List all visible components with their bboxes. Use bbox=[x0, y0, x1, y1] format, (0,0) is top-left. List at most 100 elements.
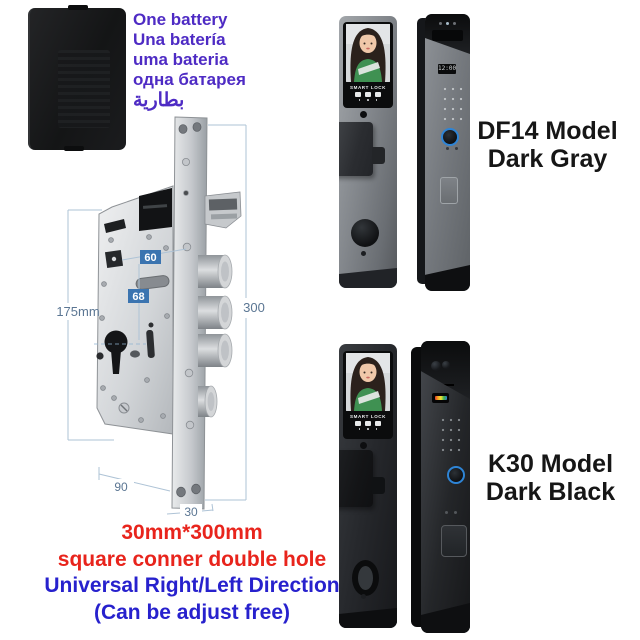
lock-body-slot-hole bbox=[104, 219, 126, 233]
k30-screw-dot bbox=[361, 594, 366, 599]
df14-interior-bottom-cap bbox=[339, 268, 397, 288]
df14-screen-photo-woman bbox=[346, 24, 390, 82]
spindle-center-dot bbox=[111, 256, 117, 262]
k30-screen-buttons bbox=[355, 421, 381, 427]
battery-terminal-top bbox=[68, 5, 88, 10]
euro-cylinder-keyhole bbox=[104, 330, 128, 354]
k30-interior-bottom-cap bbox=[339, 608, 397, 628]
dim-boxes: 60 68 bbox=[128, 250, 161, 303]
k30-exterior-bottom-cap bbox=[421, 603, 470, 633]
df14-latch-piece bbox=[372, 147, 385, 164]
df14-interior-panel: SMART LOCK bbox=[339, 16, 397, 288]
df14-face-recognition-module bbox=[425, 14, 470, 54]
latch-bolt bbox=[204, 191, 242, 229]
dim-faceplate-height-label: 300 bbox=[243, 300, 265, 315]
screen-button bbox=[375, 92, 381, 98]
k30-latch-piece bbox=[372, 477, 385, 494]
k30-indicator-dots bbox=[445, 511, 457, 514]
df14-thumbturn-knob bbox=[351, 219, 379, 247]
screen-button bbox=[375, 421, 381, 427]
dim-body-width-label: 90 bbox=[114, 480, 128, 494]
k30-rainbow-stripe-icon bbox=[434, 396, 447, 400]
battery-line-pt: uma bateria bbox=[133, 50, 229, 69]
battery-terminal-bottom bbox=[64, 146, 84, 151]
k30-screen-photo-woman bbox=[346, 353, 390, 411]
dim-faceplate-width-label: 30 bbox=[184, 505, 198, 519]
df14-doorbell-camera-icon bbox=[360, 111, 367, 118]
battery-line-es: Una batería bbox=[133, 30, 226, 49]
df14-screen-brand: SMART LOCK bbox=[350, 85, 386, 91]
lock-body-top-opening bbox=[139, 188, 172, 231]
dim-30-mask bbox=[180, 504, 202, 519]
df14-sensor-window bbox=[432, 30, 463, 41]
battery-line-ar: بطارية bbox=[133, 90, 185, 111]
caption-adjust: (Can be adjust free) bbox=[93, 600, 291, 624]
lock-body-dimension-diagram: 175mm 300 90 30 60 68 bbox=[56, 116, 265, 519]
screen-button bbox=[355, 421, 361, 427]
k30-thumbturn-knob bbox=[352, 560, 379, 596]
screen-button bbox=[355, 92, 361, 98]
deadbolt-cylinders bbox=[198, 254, 233, 418]
battery-line-en: One battery bbox=[133, 10, 228, 29]
k30-camera-lens-icon bbox=[431, 361, 441, 371]
deadbolt-1 bbox=[198, 254, 233, 289]
df14-exterior-bottom-cap bbox=[425, 265, 470, 291]
k30-clutch-block bbox=[339, 450, 373, 507]
caption-block: 30mm*300mm square conner double hole Uni… bbox=[22, 520, 362, 626]
df14-fingerprint-sensor bbox=[441, 128, 459, 146]
keyhole-lower bbox=[111, 350, 121, 374]
df14-screw-dot bbox=[361, 251, 366, 256]
df14-model-name: DF14 Model bbox=[477, 117, 618, 145]
oval-slot-hole bbox=[135, 275, 170, 290]
lock-body-screw-holes bbox=[99, 234, 170, 423]
deadbolt-2 bbox=[198, 295, 233, 330]
dim-body-height-label: 175mm bbox=[56, 304, 99, 319]
df14-key-cover bbox=[440, 177, 458, 204]
caption-hole: square conner double hole bbox=[57, 547, 327, 571]
dim-backset-box bbox=[140, 250, 161, 264]
screen-button bbox=[365, 92, 371, 98]
k30-exterior-panel bbox=[421, 341, 470, 633]
slot-pin-hole bbox=[148, 322, 154, 328]
df14-model-label: DF14 Model Dark Gray bbox=[475, 117, 620, 173]
dim-90-mask bbox=[108, 479, 134, 494]
k30-doorbell-camera-icon bbox=[360, 442, 367, 449]
k30-screen-ui: SMART LOCK bbox=[345, 411, 391, 433]
faceplate-holes bbox=[176, 122, 202, 498]
df14-model-color: Dark Gray bbox=[487, 145, 608, 173]
df14-screen-buttons bbox=[355, 92, 381, 98]
dim-backset-label: 60 bbox=[144, 252, 156, 264]
battery-multilingual-text: One battery Una batería uma bateria одна… bbox=[133, 10, 263, 112]
opening-detail bbox=[142, 204, 168, 209]
k30-model-color: Dark Black bbox=[485, 478, 616, 506]
df14-exterior-side-edge bbox=[417, 18, 427, 284]
screen-button bbox=[365, 421, 371, 427]
deadbolt-4 bbox=[198, 385, 218, 418]
dimension-labels: 175mm 300 90 30 bbox=[56, 300, 265, 519]
caption-size: 30mm*300mm bbox=[121, 521, 263, 544]
small-hole-right bbox=[130, 350, 140, 358]
vertical-slot-hole bbox=[146, 329, 155, 358]
df14-exterior-panel: 12:00 bbox=[425, 14, 470, 291]
k30-fingerprint-sensor bbox=[447, 466, 465, 484]
df14-clutch-block bbox=[339, 122, 373, 176]
k30-face-recognition-module bbox=[421, 341, 470, 399]
df14-indicator-dots bbox=[446, 147, 458, 150]
k30-screen-dots bbox=[358, 428, 378, 430]
k30-key-cover bbox=[441, 525, 467, 557]
caption-direction: Universal Right/Left Direction bbox=[44, 574, 340, 597]
dim-center-label: 68 bbox=[132, 291, 144, 303]
k30-sensor-slit bbox=[430, 384, 454, 386]
k30-screen-brand: SMART LOCK bbox=[350, 414, 386, 420]
k30-keypad bbox=[437, 413, 463, 455]
battery-label-sticker bbox=[58, 50, 110, 128]
k30-screen: SMART LOCK bbox=[343, 351, 393, 439]
battery-image bbox=[28, 8, 126, 150]
k30-model-label: K30 Model Dark Black bbox=[478, 450, 623, 506]
df14-time-display: 12:00 bbox=[438, 64, 457, 74]
k30-interior-panel: SMART LOCK bbox=[339, 344, 397, 628]
small-hole-left bbox=[96, 352, 104, 360]
screw-slot bbox=[120, 404, 128, 412]
df14-screen-ui: SMART LOCK bbox=[345, 82, 391, 104]
